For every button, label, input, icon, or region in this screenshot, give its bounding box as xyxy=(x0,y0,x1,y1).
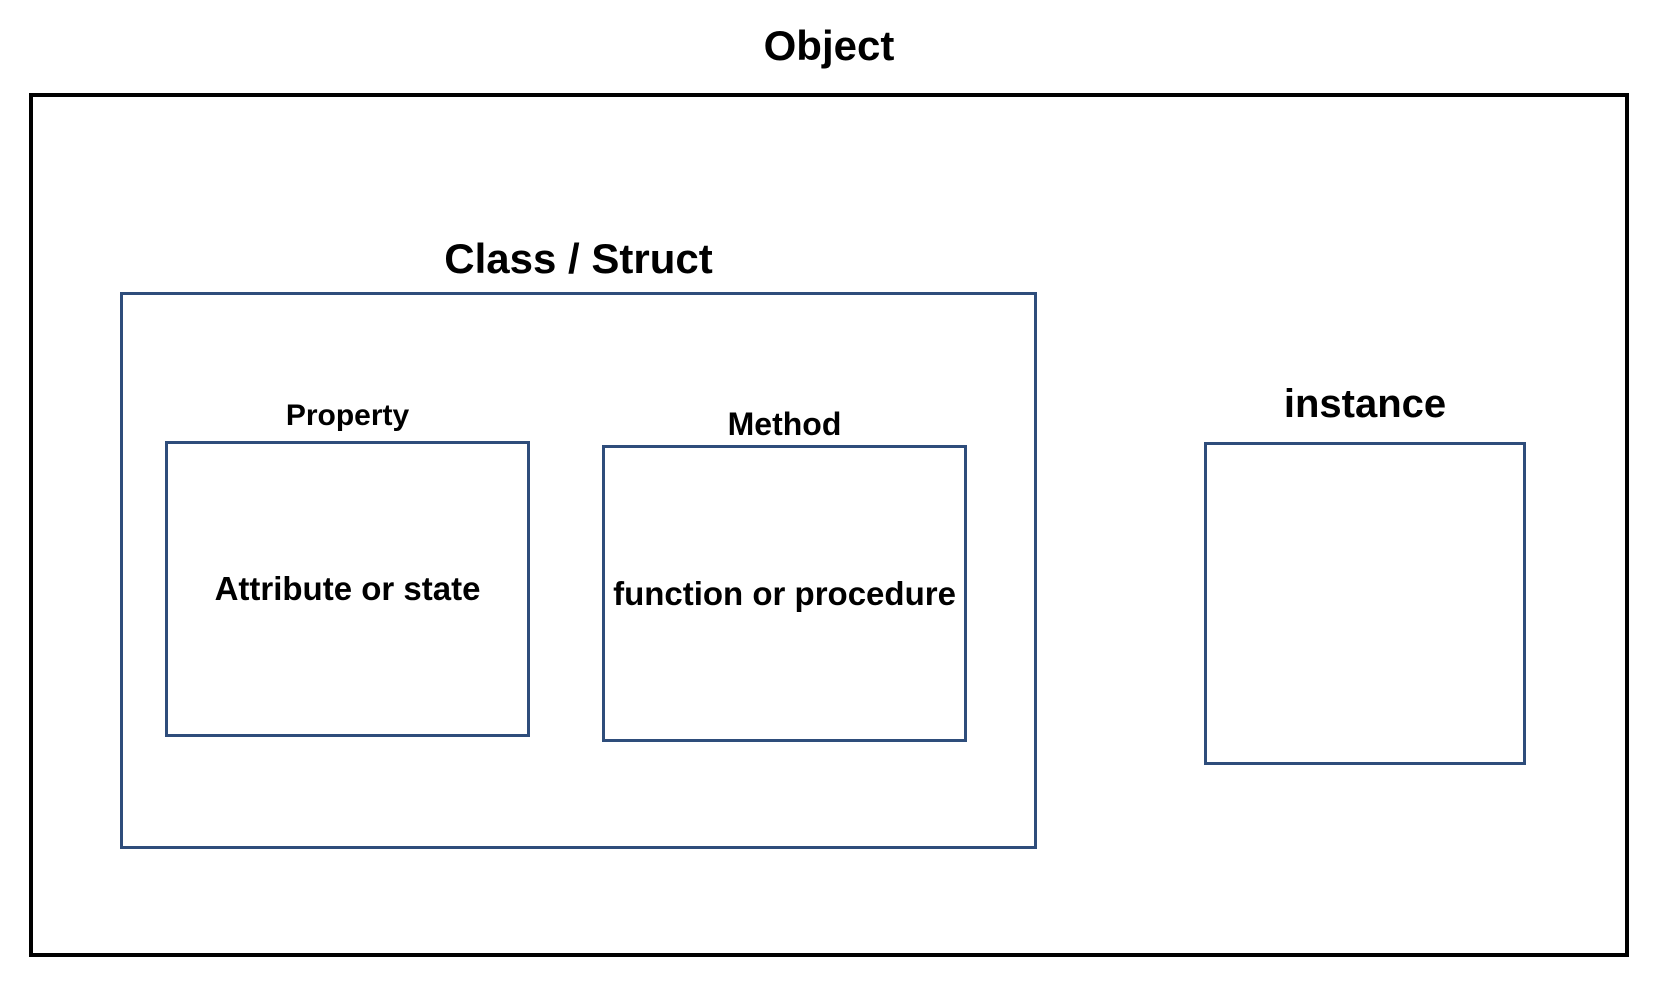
method-content: function or procedure xyxy=(613,574,956,612)
instance-box xyxy=(1204,442,1526,765)
property-content: Attribute or state xyxy=(214,570,481,607)
property-label: Property xyxy=(285,399,410,432)
class-struct-box: Property Attribute or state Method funct… xyxy=(120,292,1037,849)
instance-label: instance xyxy=(1283,382,1447,426)
method-box: function or procedure xyxy=(602,445,967,742)
class-struct-label: Class / Struct xyxy=(444,235,713,282)
property-box: Attribute or state xyxy=(165,441,530,737)
method-label: Method xyxy=(727,406,842,442)
object-label: Object xyxy=(763,22,895,69)
object-box: Class / Struct Property Attribute or sta… xyxy=(29,93,1629,957)
